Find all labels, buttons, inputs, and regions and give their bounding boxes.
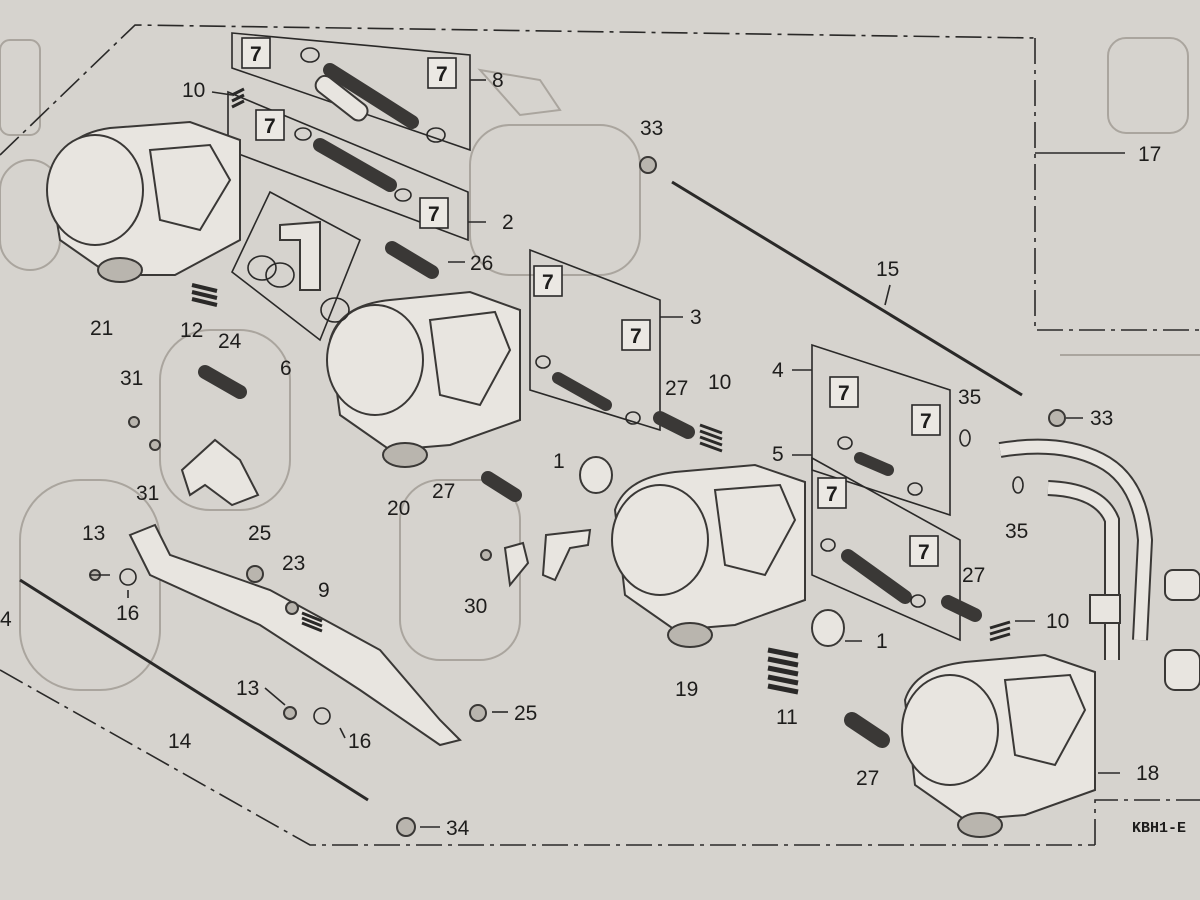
callout-30: 30	[464, 595, 487, 618]
assembly-frame	[0, 24, 1200, 846]
callout-11: 11	[776, 706, 798, 729]
boxed-ref-7: 7	[920, 410, 932, 433]
callout-31: 31	[136, 482, 159, 505]
carburetor-20	[326, 290, 521, 468]
callout-15: 15	[876, 258, 899, 281]
boxed-ref-7: 7	[436, 63, 448, 86]
boxed-ref-7: 7	[428, 203, 440, 226]
callout-19: 19	[675, 678, 698, 701]
carburetor-19	[611, 463, 806, 648]
callout-33: 33	[640, 117, 663, 140]
boxed-ref-7: 7	[264, 115, 276, 138]
carburetor-21	[46, 120, 241, 283]
callout-16: 16	[348, 730, 371, 753]
callout-12: 12	[180, 319, 203, 342]
callout-27: 27	[962, 564, 985, 587]
kit-brackets	[227, 32, 961, 642]
callout-10: 10	[182, 79, 205, 102]
callout-3: 3	[690, 306, 702, 329]
callout-16: 16	[116, 602, 139, 625]
callout-17: 17	[1138, 143, 1161, 166]
callout-27: 27	[665, 377, 688, 400]
boxed-ref-7: 7	[630, 325, 642, 348]
callout-2: 2	[502, 211, 514, 234]
small-parts	[19, 47, 1200, 837]
callout-35: 35	[1005, 520, 1028, 543]
callout-6: 6	[280, 357, 292, 380]
diagram-code: KBH1-E	[1132, 820, 1186, 837]
carburetor-18	[901, 653, 1096, 838]
callout-33: 33	[1090, 407, 1113, 430]
callout-1: 1	[553, 450, 565, 473]
callout-13: 13	[236, 677, 259, 700]
callout-10: 10	[708, 371, 731, 394]
callout-26: 26	[470, 252, 493, 275]
boxed-ref-7: 7	[542, 271, 554, 294]
callout-31: 31	[120, 367, 143, 390]
boxed-references: 7 7 7 7 7 7 7 7 7 7	[241, 37, 941, 567]
leader-lines	[90, 79, 1120, 828]
callout-25: 25	[248, 522, 271, 545]
callout-1: 1	[876, 630, 888, 653]
callout-27: 27	[432, 480, 455, 503]
callout-5: 5	[772, 443, 784, 466]
boxed-ref-7: 7	[250, 43, 262, 66]
callout-18: 18	[1136, 762, 1159, 785]
callout-21: 21	[90, 317, 113, 340]
callout-10: 10	[1046, 610, 1069, 633]
boxed-ref-7: 7	[838, 382, 850, 405]
boxed-ref-7: 7	[918, 541, 930, 564]
callout-14: 14	[168, 730, 192, 753]
background-ghost-parts	[0, 37, 1200, 691]
boxed-ref-7: 7	[826, 483, 838, 506]
callout-labels: 21 12 6 24 10 8 2 26 33 17 15 3 31 31 20…	[0, 69, 1161, 840]
callout-27: 27	[856, 767, 879, 790]
callout-34: 34	[446, 817, 470, 840]
callout-4: 4	[772, 359, 784, 382]
callout-4-edge: 4	[0, 608, 12, 631]
callout-8: 8	[492, 69, 504, 92]
callout-20: 20	[387, 497, 410, 520]
callout-23: 23	[282, 552, 305, 575]
callout-25: 25	[514, 702, 537, 725]
callout-13: 13	[82, 522, 105, 545]
callout-24: 24	[218, 330, 242, 353]
callout-9: 9	[318, 579, 330, 602]
callout-35: 35	[958, 386, 981, 409]
